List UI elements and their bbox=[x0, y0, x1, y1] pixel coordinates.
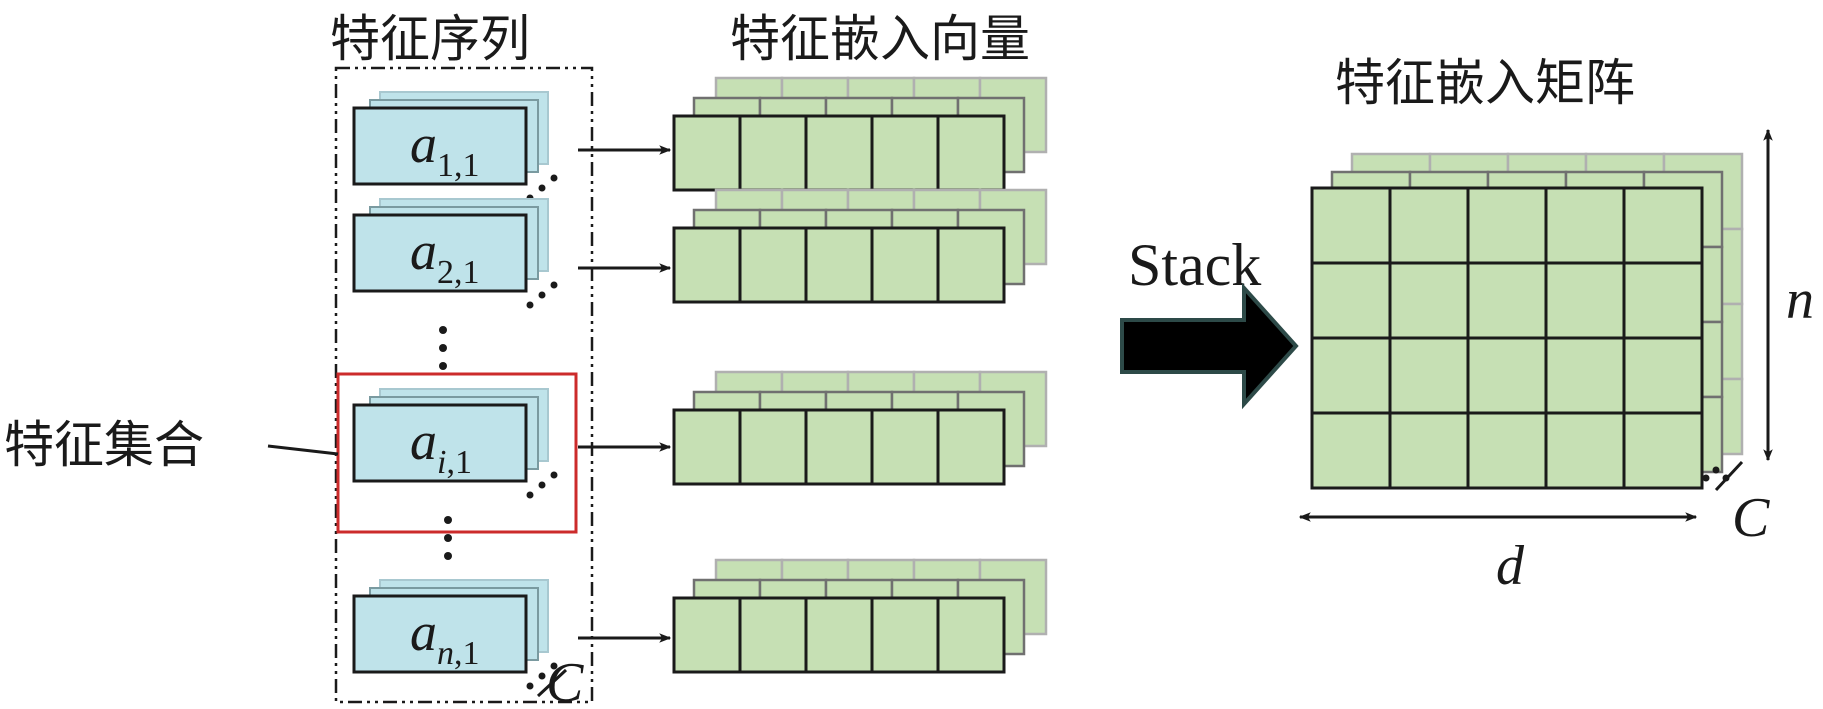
feature-label-base: a bbox=[410, 221, 437, 281]
feature-depth-dots bbox=[526, 662, 568, 698]
matrix-cell bbox=[1544, 411, 1626, 490]
feature-label-base: a bbox=[410, 411, 437, 471]
label-c-matrix: C bbox=[1732, 487, 1770, 549]
vector-cell bbox=[936, 596, 1006, 674]
vector-cell bbox=[738, 114, 808, 192]
feature-card-front bbox=[352, 594, 528, 674]
matrix-cell bbox=[1466, 261, 1548, 340]
matrix-cell bbox=[1466, 186, 1548, 265]
matrix-cell bbox=[1310, 336, 1392, 415]
vertical-dots-lower bbox=[444, 516, 452, 560]
feature-label-subscript-index: ,1 bbox=[446, 444, 472, 481]
feature-set-pointer bbox=[267, 444, 339, 456]
feature-depth-dots bbox=[526, 281, 558, 309]
feature-label-base: a bbox=[410, 602, 437, 662]
vector-cell bbox=[870, 596, 940, 674]
vector-cell bbox=[870, 114, 940, 192]
feature-label: ai,1 bbox=[410, 411, 472, 481]
vector-cell bbox=[738, 408, 808, 486]
vector-cell bbox=[936, 408, 1006, 486]
embedding-vector bbox=[672, 76, 1048, 192]
vector-cell bbox=[738, 226, 808, 304]
vector-cell bbox=[936, 226, 1006, 304]
feature-sequence-frame bbox=[334, 66, 594, 704]
stack-arrow bbox=[1120, 282, 1299, 410]
vector-cell bbox=[870, 408, 940, 486]
matrix-cell bbox=[1622, 186, 1704, 265]
vector-cell bbox=[672, 114, 742, 192]
feature-label-subscript-index: 1,1 bbox=[437, 147, 480, 184]
vector-cell bbox=[804, 596, 874, 674]
feature-label-base: a bbox=[410, 114, 437, 174]
feature-label: a1,1 bbox=[410, 114, 480, 184]
embedding-vector bbox=[672, 188, 1048, 304]
matrix-cell bbox=[1310, 186, 1392, 265]
matrix-cell bbox=[1544, 261, 1626, 340]
feature-label-subscript-var: i bbox=[437, 444, 446, 481]
feature-to-vector-arrows bbox=[578, 145, 672, 643]
feature-label-subscript-index: 2,1 bbox=[437, 254, 480, 291]
matrix-cell bbox=[1622, 411, 1704, 490]
title-feature-embedding-vector: 特征嵌入向量 bbox=[730, 10, 1030, 68]
label-feature-set: 特征集合 bbox=[4, 416, 204, 474]
feature-card: an,1 bbox=[352, 579, 568, 698]
vertical-dots-upper bbox=[439, 326, 447, 370]
feature-card: a1,1 bbox=[352, 91, 558, 202]
matrix-cell bbox=[1388, 186, 1470, 265]
vector-cell bbox=[804, 226, 874, 304]
label-n: n bbox=[1786, 269, 1814, 331]
matrix-cell bbox=[1388, 336, 1470, 415]
feature-depth-dots bbox=[526, 471, 558, 499]
vector-cell bbox=[672, 408, 742, 486]
matrix-cell bbox=[1310, 411, 1392, 490]
matrix-cell bbox=[1544, 186, 1626, 265]
vector-cell bbox=[804, 114, 874, 192]
matrix-cell bbox=[1466, 336, 1548, 415]
feature-label-subscript-index: ,1 bbox=[454, 635, 480, 672]
feature-card-front bbox=[352, 213, 528, 293]
feature-card: a2,1 bbox=[352, 198, 558, 309]
embedding-vector bbox=[672, 558, 1048, 674]
feature-cards: a1,1a2,1ai,1an,1 bbox=[352, 91, 568, 698]
matrix-cell bbox=[1544, 336, 1626, 415]
vector-cell bbox=[804, 408, 874, 486]
feature-label: a2,1 bbox=[410, 221, 480, 291]
matrix-channel-dots bbox=[1702, 460, 1744, 492]
matrix-cell bbox=[1388, 261, 1470, 340]
matrix-cell bbox=[1388, 411, 1470, 490]
vector-cell bbox=[870, 226, 940, 304]
matrix-cell bbox=[1622, 336, 1704, 415]
vector-cell bbox=[936, 114, 1006, 192]
embedding-vector bbox=[672, 370, 1048, 486]
embedding-matrix bbox=[1310, 152, 1744, 490]
feature-label-subscript-var: n bbox=[437, 635, 454, 672]
vector-cell bbox=[738, 596, 808, 674]
feature-card-front bbox=[352, 106, 528, 186]
matrix-cell bbox=[1622, 261, 1704, 340]
matrix-cell bbox=[1466, 411, 1548, 490]
label-d: d bbox=[1496, 535, 1525, 597]
matrix-cell bbox=[1310, 261, 1392, 340]
feature-card-front bbox=[352, 403, 528, 483]
embedding-vectors bbox=[672, 76, 1048, 674]
title-feature-embedding-matrix: 特征嵌入矩阵 bbox=[1335, 54, 1635, 112]
label-stack: Stack bbox=[1128, 232, 1261, 298]
vector-cell bbox=[672, 226, 742, 304]
feature-depth-dots bbox=[526, 174, 558, 202]
feature-card: ai,1 bbox=[352, 388, 558, 499]
label-c-features: C bbox=[546, 652, 584, 709]
feature-label: an,1 bbox=[410, 602, 480, 672]
vector-cell bbox=[672, 596, 742, 674]
title-feature-sequence: 特征序列 bbox=[330, 10, 530, 68]
